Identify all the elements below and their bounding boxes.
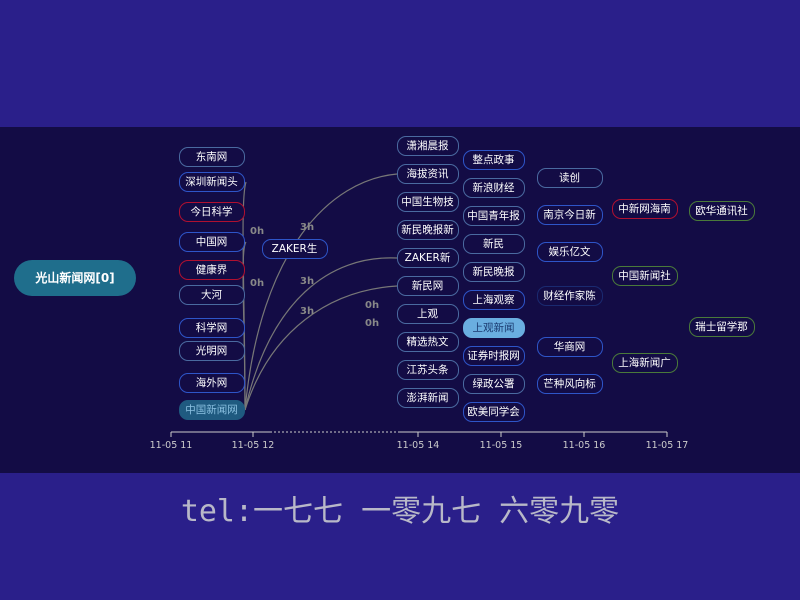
news-node[interactable]: 财经作家陈: [536, 285, 603, 306]
news-node[interactable]: 新民晚报新: [396, 219, 459, 240]
news-node[interactable]: 新民网: [396, 275, 459, 296]
news-node[interactable]: 健康界: [178, 259, 245, 280]
edge-duration-label: 0h: [250, 226, 265, 237]
news-node[interactable]: 今日科学: [178, 201, 245, 222]
news-node[interactable]: 整点政事: [462, 149, 525, 170]
news-node[interactable]: 海外网: [178, 372, 245, 393]
axis-tick-label: 11-05 14: [396, 440, 440, 451]
news-node[interactable]: 精选热文: [396, 331, 459, 352]
news-node[interactable]: 瑞士留学那: [688, 316, 755, 337]
edge-duration-label: 0h: [250, 278, 265, 289]
news-node[interactable]: 中国网: [178, 231, 245, 252]
news-node[interactable]: 华商网: [536, 336, 603, 357]
news-node[interactable]: 上观: [396, 303, 459, 324]
edge: [244, 257, 398, 411]
news-node[interactable]: 读创: [536, 167, 603, 188]
axis-tick-label: 11-05 12: [231, 440, 275, 451]
axis-tick-label: 11-05 11: [149, 440, 193, 451]
news-node[interactable]: 澎湃新闻: [396, 387, 459, 408]
news-node[interactable]: 欧华通讯社: [688, 200, 755, 221]
news-node[interactable]: 娱乐亿文: [536, 241, 603, 262]
news-node[interactable]: 大河: [178, 284, 245, 305]
news-node[interactable]: 绿政公署: [462, 373, 525, 394]
news-node[interactable]: 上海观察: [462, 289, 525, 310]
news-node[interactable]: 东南网: [178, 146, 245, 167]
news-node[interactable]: 上海新闻广: [611, 352, 678, 373]
news-node[interactable]: ZAKER生: [261, 238, 328, 259]
axis-tick-label: 11-05 15: [479, 440, 523, 451]
news-node[interactable]: 光明网: [178, 340, 245, 361]
news-node[interactable]: ZAKER新: [396, 247, 459, 268]
news-node[interactable]: 中国新闻网: [178, 399, 245, 420]
news-node[interactable]: 新民: [462, 233, 525, 254]
news-node[interactable]: 中新网海南: [611, 198, 678, 219]
news-node[interactable]: 芒种风向标: [536, 373, 603, 394]
edge-duration-label: 0h: [365, 300, 380, 311]
news-node[interactable]: 科学网: [178, 317, 245, 338]
news-node[interactable]: 中国青年报: [462, 205, 525, 226]
news-node[interactable]: 南京今日新: [536, 204, 603, 225]
news-node[interactable]: 中国生物技: [396, 191, 459, 212]
news-node[interactable]: 海拔资讯: [396, 163, 459, 184]
news-node[interactable]: 欧美同学会: [462, 401, 525, 422]
edge: [244, 173, 398, 411]
axis-tick-label: 11-05 16: [562, 440, 606, 451]
axis-tick-label: 11-05 17: [645, 440, 689, 451]
edge-duration-label: 3h: [300, 306, 315, 317]
root-node[interactable]: 光山新闻网[0]: [14, 260, 136, 296]
news-node[interactable]: 中国新闻社: [611, 265, 678, 286]
news-node[interactable]: 新浪财经: [462, 177, 525, 198]
footer-tel: tel:一七七 一零九七 六零九零: [180, 494, 620, 529]
news-node[interactable]: 潇湘晨报: [396, 135, 459, 156]
timeline-canvas: [0, 127, 800, 473]
edge-duration-label: 3h: [300, 222, 315, 233]
news-node[interactable]: 新民晚报: [462, 261, 525, 282]
edge-duration-label: 0h: [365, 318, 380, 329]
news-node[interactable]: 证券时报网: [462, 345, 525, 366]
edge-duration-label: 3h: [300, 276, 315, 287]
news-node[interactable]: 深圳新闻头: [178, 171, 245, 192]
edge: [244, 285, 398, 411]
news-node[interactable]: 上观新闻: [462, 317, 525, 338]
news-node[interactable]: 江苏头条: [396, 359, 459, 380]
